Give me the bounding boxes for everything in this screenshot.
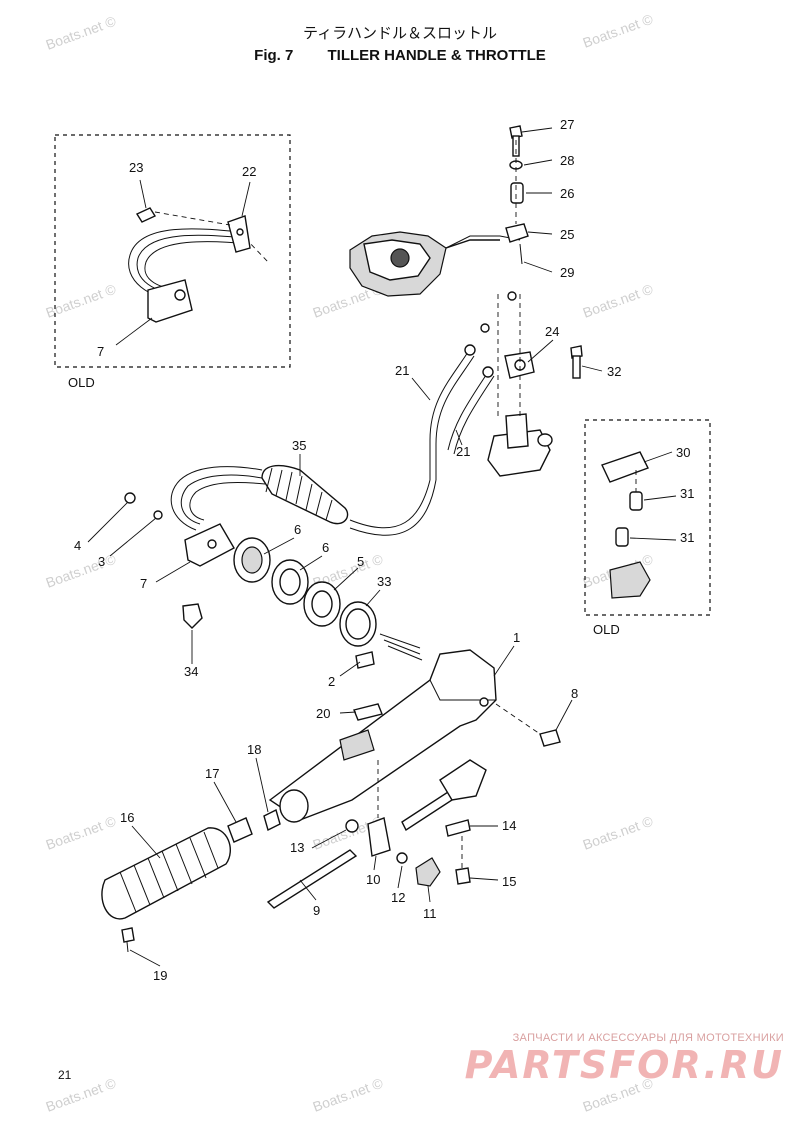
watermark: Boats.net ©: [311, 1074, 386, 1114]
plug: [539, 729, 561, 747]
callout-31: 31: [680, 530, 694, 545]
callout-27: 27: [560, 117, 574, 132]
page-number: 21: [58, 1068, 72, 1082]
callout-7: 7: [97, 344, 104, 359]
brand-name: PARTSFOR.RU: [464, 1043, 784, 1087]
throttle-grip: [101, 808, 281, 953]
old-box-label-right: OLD: [593, 622, 620, 637]
watermark: Boats.net ©: [44, 550, 119, 590]
figure-number: Fig. 7: [254, 47, 294, 64]
watermark: Boats.net ©: [581, 10, 656, 50]
callout-labels: 1 2 3 4 5 6 6 7 7 8 9 10 11 12 13 14 15 …: [74, 117, 694, 983]
callout-3: 3: [98, 554, 105, 569]
callout-24: 24: [545, 324, 559, 339]
callout-18: 18: [247, 742, 261, 757]
figure-title: TILLER HANDLE & THROTTLE: [327, 47, 546, 64]
callout-11: 11: [423, 906, 437, 921]
callout-17: 17: [205, 766, 219, 781]
callout-12: 12: [391, 890, 405, 905]
watermark: Boats.net ©: [44, 1074, 119, 1114]
watermark: Boats.net ©: [44, 12, 119, 52]
old-cable-assembly: [128, 207, 269, 323]
callout-21: 21: [395, 363, 409, 378]
throttle-linkage-upper: [505, 125, 529, 265]
callout-23: 23: [129, 160, 143, 175]
callout-10: 10: [366, 872, 380, 887]
callout-1: 1: [513, 630, 520, 645]
plate: [353, 703, 383, 721]
callout-34: 34: [184, 664, 198, 679]
title-japanese: ティラハンドル＆スロットル: [303, 24, 497, 42]
callout-19: 19: [153, 968, 167, 983]
callout-5: 5: [357, 554, 364, 569]
callout-26: 26: [560, 186, 574, 201]
throttle-shaft-parts: [266, 759, 487, 909]
callout-13: 13: [290, 840, 304, 855]
plug-axis: [495, 703, 541, 735]
callout-31: 31: [680, 486, 694, 501]
callout-15: 15: [502, 874, 516, 889]
callout-14: 14: [502, 818, 516, 833]
callout-25: 25: [560, 227, 574, 242]
brand-tagline: ЗАПЧАСТИ И АКСЕССУАРЫ ДЛЯ МОТОТЕХНИКИ: [512, 1032, 784, 1044]
grommet: [182, 603, 203, 629]
carburetor: [349, 231, 521, 297]
callout-4: 4: [74, 538, 81, 553]
watermark: Boats.net ©: [581, 280, 656, 320]
figure-title-row: Fig. 7 TILLER HANDLE & THROTTLE: [0, 47, 800, 64]
callout-6: 6: [294, 522, 301, 537]
old-bracket-assembly: [601, 451, 651, 599]
watermarks: Boats.net © Boats.net © Boats.net © Boat…: [44, 10, 656, 1114]
callout-8: 8: [571, 686, 578, 701]
callout-21: 21: [456, 444, 470, 459]
cable-bracket: [124, 492, 235, 567]
callout-28: 28: [560, 153, 574, 168]
callout-32: 32: [607, 364, 621, 379]
tiller-handle-body: [268, 633, 497, 823]
throttle-cables: [429, 291, 517, 480]
callout-7: 7: [140, 576, 147, 591]
throttle-bracket: [487, 294, 583, 477]
leader-lines: [87, 127, 677, 967]
callout-30: 30: [676, 445, 690, 460]
old-box-left: [54, 134, 291, 368]
callout-9: 9: [313, 903, 320, 918]
callout-29: 29: [560, 265, 574, 280]
old-box-label-left: OLD: [68, 375, 95, 390]
callout-20: 20: [316, 706, 330, 721]
watermark: Boats.net ©: [44, 812, 119, 852]
brand-logo[interactable]: ЗАПЧАСТИ И АКСЕССУАРЫ ДЛЯ МОТОТЕХНИКИ PA…: [465, 1032, 784, 1086]
callout-22: 22: [242, 164, 256, 179]
callout-35: 35: [292, 438, 306, 453]
callout-16: 16: [120, 810, 134, 825]
callout-33: 33: [377, 574, 391, 589]
callout-2: 2: [328, 674, 335, 689]
small-screw: [355, 651, 375, 669]
seal-rings: [233, 537, 377, 647]
old-box-right: [584, 419, 711, 616]
watermark: Boats.net ©: [581, 812, 656, 852]
callout-6: 6: [322, 540, 329, 555]
cable-coil: [170, 464, 437, 536]
